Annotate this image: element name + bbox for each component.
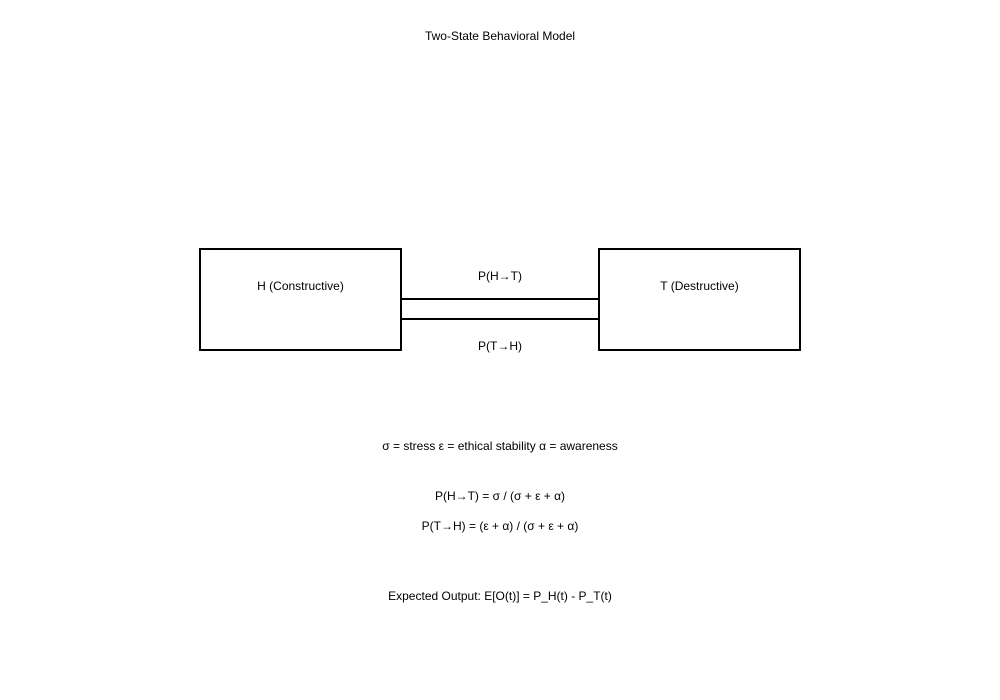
transition-t-to-h-label: P(T→H) [478,339,522,353]
state-t-box: T (Destructive) [598,248,801,351]
diagram-title: Two-State Behavioral Model [424,29,576,43]
state-t-label: T (Destructive) [660,279,739,293]
equation-t-to-h: P(T→H) = (ε + α) / (σ + ε + α) [421,519,579,533]
state-h-box: H (Constructive) [199,248,402,351]
expected-output-equation: Expected Output: E[O(t)] = P_H(t) - P_T(… [388,589,612,603]
variable-legend: σ = stress ε = ethical stability α = awa… [382,439,618,453]
equation-h-to-t: P(H→T) = σ / (σ + ε + α) [434,489,566,503]
state-h-label: H (Constructive) [257,279,344,293]
transition-h-to-t-label: P(H→T) [478,269,522,283]
transition-t-to-h-line [401,318,599,320]
transition-h-to-t-line [401,298,599,300]
